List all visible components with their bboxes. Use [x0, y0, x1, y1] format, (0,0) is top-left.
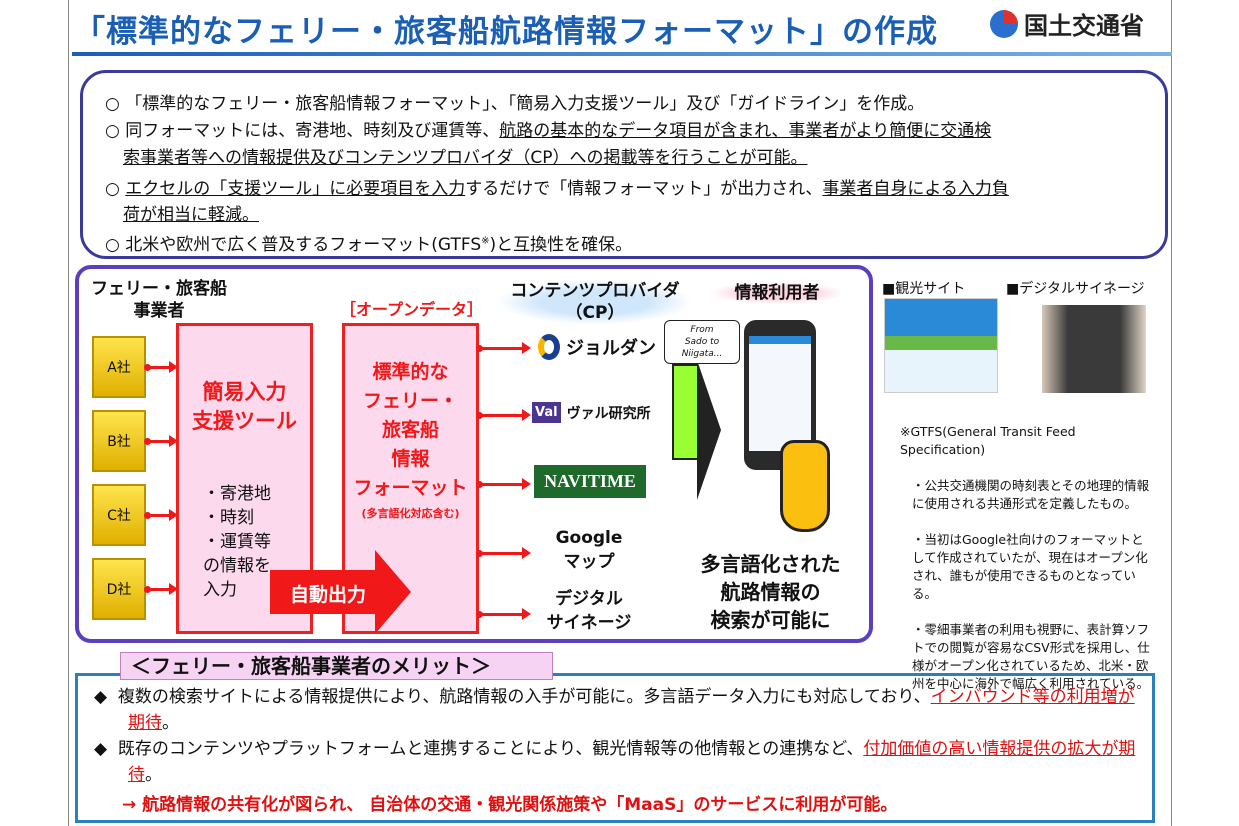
result-text: 多言語化された 航路情報の 検索が可能に — [700, 552, 841, 632]
auto-output-arrowhead — [375, 550, 411, 634]
auto-output-arrow — [270, 570, 375, 614]
arrow-cp-5 — [476, 608, 531, 620]
merit-title: ＜フェリー・旅客船事業者のメリット＞ — [120, 652, 553, 680]
jorudan-logo: ジョルダン — [538, 334, 656, 360]
arrow-c — [144, 509, 178, 521]
operator-header: フェリー・旅客船 事業者 — [91, 279, 227, 321]
gtfs-title: ※GTFS(General Transit Feed Specification… — [900, 424, 1076, 457]
digital-signage-label: デジタル サイネージ — [546, 589, 632, 633]
title-underline — [72, 52, 1172, 56]
tool-title: 簡易入力 支援ツール — [192, 380, 297, 433]
green-arrow-body — [672, 364, 698, 460]
pointing-hand-icon — [780, 440, 830, 532]
company-b: B社 — [92, 410, 146, 472]
merit-item-1: ◆ 複数の検索サイトによる情報提供により、航路情報の入手が可能に。多言語データ入… — [94, 687, 1135, 733]
summary-item-1: ○ 「標準的なフェリー・旅客船情報フォーマット」、「簡易入力支援ツール」及び「ガ… — [105, 94, 925, 114]
auto-output-label: 自動出力 — [290, 584, 367, 606]
gtfs-note: ※GTFS(General Transit Feed Specification… — [900, 405, 1150, 711]
digital-signage-photo — [1042, 305, 1146, 393]
company-d: D社 — [92, 558, 146, 620]
merit-conclusion: → 航路情報の共有化が図られ、 自治体の交通・観光関係施策や「MaaS」のサービ… — [122, 795, 898, 815]
gtfs-note-1: ・公共交通機関の時刻表とその地理的情報に使用される共通形式を定義したもの。 — [912, 478, 1150, 511]
gtfs-note-2: ・当初はGoogle社向けのフォーマットとして作成されていたが、現在はオープン化… — [912, 532, 1148, 601]
slide-frame — [68, 0, 1172, 826]
company-c: C社 — [92, 484, 146, 546]
merit-item-2: ◆ 既存のコンテンツやプラットフォームと連携することにより、観光情報等の他情報と… — [94, 739, 1136, 785]
format-title: 標準的な フェリー・ 旅客船 情報 フォーマット — [353, 361, 468, 499]
green-arrow-head — [697, 360, 721, 500]
arrow-a — [144, 361, 178, 373]
tool-items: ・寄港地 ・時刻 ・運賃等 の情報を 入力 — [203, 484, 271, 600]
smartphone-image — [744, 320, 816, 470]
summary-item-2-cont: 索事業者等への情報提供及びコンテンツプロバイダ（CP）への掲載等を行うことが可能… — [123, 148, 808, 168]
ministry-logo: 国土交通省 — [990, 6, 1144, 41]
summary-item-4: ○ 北米や欧州で広く普及するフォーマット(GTFS※)と互換性を確保。 — [105, 235, 633, 255]
arrow-b — [144, 435, 178, 447]
input-tool-box: 簡易入力 支援ツール ・寄港地 ・時刻 ・運賃等 の情報を 入力 — [176, 323, 313, 634]
tourism-site-screenshot — [884, 298, 998, 393]
speech-bubble: From Sado to Niigata... — [664, 320, 740, 364]
open-data-label: ［オープンデータ］ — [340, 300, 484, 319]
ministry-name: 国土交通省 — [1024, 12, 1144, 40]
arrow-cp-1 — [476, 342, 531, 354]
arrow-d — [144, 583, 178, 595]
company-a: A社 — [92, 336, 146, 398]
format-note: (多言語化対応含む) — [361, 507, 460, 520]
navitime-logo: NAVITIME — [534, 465, 646, 498]
signage-label: ■デジタルサイネージ — [1006, 281, 1145, 297]
summary-item-3-cont: 荷が相当に軽減。 — [123, 205, 259, 225]
arrow-cp-2 — [476, 409, 531, 421]
user-header: 情報利用者 — [712, 282, 842, 304]
summary-item-3: ○ エクセルの「支援ツール」に必要項目を入力するだけで「情報フォーマット」が出力… — [105, 179, 1009, 199]
cp-header: コンテンツプロバイダ （CP） — [500, 280, 690, 324]
google-maps-label: Google マップ — [555, 528, 623, 572]
mlit-logo-icon — [990, 9, 1018, 38]
tourism-site-label: ■観光サイト — [882, 281, 966, 297]
page-title: 「標準的なフェリー・旅客船航路情報フォーマット」の作成 — [74, 14, 938, 50]
summary-box: ○ 「標準的なフェリー・旅客船情報フォーマット」、「簡易入力支援ツール」及び「ガ… — [80, 70, 1168, 259]
arrow-cp-4 — [476, 547, 531, 559]
summary-item-2: ○ 同フォーマットには、寄港地、時刻及び運賃等、航路の基本的なデータ項目が含まれ… — [105, 121, 992, 141]
merit-box: ◆ 複数の検索サイトによる情報提供により、航路情報の入手が可能に。多言語データ入… — [75, 673, 1155, 823]
gtfs-note-3: ・零細事業者の利用も視野に、表計算ソフトでの閲覧が容易なCSV形式を採用し、仕様… — [912, 622, 1150, 691]
arrow-cp-3 — [476, 478, 531, 490]
